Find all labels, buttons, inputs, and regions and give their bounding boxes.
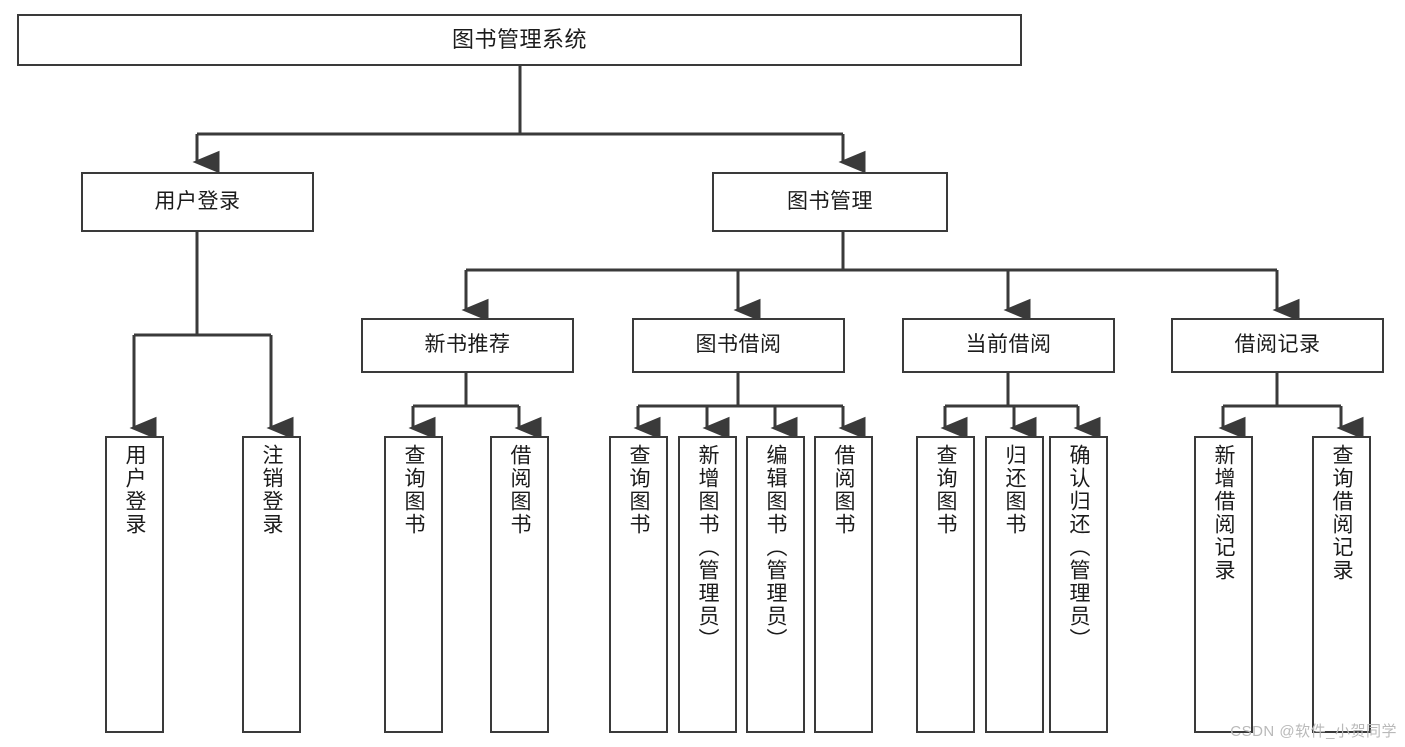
node-label: 新增借阅记录: [1212, 444, 1235, 582]
node-leaf-add-book[interactable]: 新增图书（管理员）: [678, 436, 737, 733]
node-label: 注销登录: [260, 444, 283, 536]
node-book-borrow[interactable]: 图书借阅: [632, 318, 845, 373]
node-label: 图书借阅: [695, 333, 782, 357]
node-label: 图书管理系统: [451, 27, 587, 53]
node-label: 借阅图书: [832, 444, 855, 536]
node-borrow-record[interactable]: 借阅记录: [1171, 318, 1384, 373]
node-label: 确认归还（管理员）: [1067, 444, 1090, 651]
node-leaf-borrow-book-2[interactable]: 借阅图书: [814, 436, 873, 733]
node-new-book-recommend[interactable]: 新书推荐: [361, 318, 574, 373]
node-leaf-user-login[interactable]: 用户登录: [105, 436, 164, 733]
node-leaf-user-logout[interactable]: 注销登录: [242, 436, 301, 733]
node-label: 查询借阅记录: [1330, 444, 1353, 582]
node-leaf-query-book-1[interactable]: 查询图书: [384, 436, 443, 733]
node-label: 借阅图书: [508, 444, 531, 536]
node-leaf-query-book-3[interactable]: 查询图书: [916, 436, 975, 733]
node-label: 查询图书: [627, 444, 650, 536]
node-leaf-return-book[interactable]: 归还图书: [985, 436, 1044, 733]
node-leaf-confirm-return[interactable]: 确认归还（管理员）: [1049, 436, 1108, 733]
node-label: 用户登录: [154, 189, 241, 213]
node-label: 查询图书: [402, 444, 425, 536]
node-label: 新书推荐: [424, 333, 511, 357]
node-leaf-edit-book[interactable]: 编辑图书（管理员）: [746, 436, 805, 733]
node-label: 编辑图书（管理员）: [764, 444, 787, 651]
node-leaf-add-borrow-record[interactable]: 新增借阅记录: [1194, 436, 1253, 733]
node-label: 用户登录: [123, 444, 146, 536]
node-leaf-borrow-book-1[interactable]: 借阅图书: [490, 436, 549, 733]
node-label: 新增图书（管理员）: [696, 444, 719, 651]
node-label: 归还图书: [1003, 444, 1026, 536]
node-book-management[interactable]: 图书管理: [712, 172, 948, 232]
node-root-book-management-system[interactable]: 图书管理系统: [17, 14, 1022, 66]
node-leaf-query-book-2[interactable]: 查询图书: [609, 436, 668, 733]
node-label: 图书管理: [787, 189, 873, 213]
node-current-borrow[interactable]: 当前借阅: [902, 318, 1115, 373]
node-leaf-query-borrow-record[interactable]: 查询借阅记录: [1312, 436, 1371, 733]
node-label: 当前借阅: [965, 333, 1052, 357]
node-label: 查询图书: [934, 444, 957, 536]
node-label: 借阅记录: [1234, 333, 1321, 357]
csdn-watermark: CSDN @软件_小贺同学: [1230, 723, 1397, 740]
node-user-login[interactable]: 用户登录: [81, 172, 314, 232]
